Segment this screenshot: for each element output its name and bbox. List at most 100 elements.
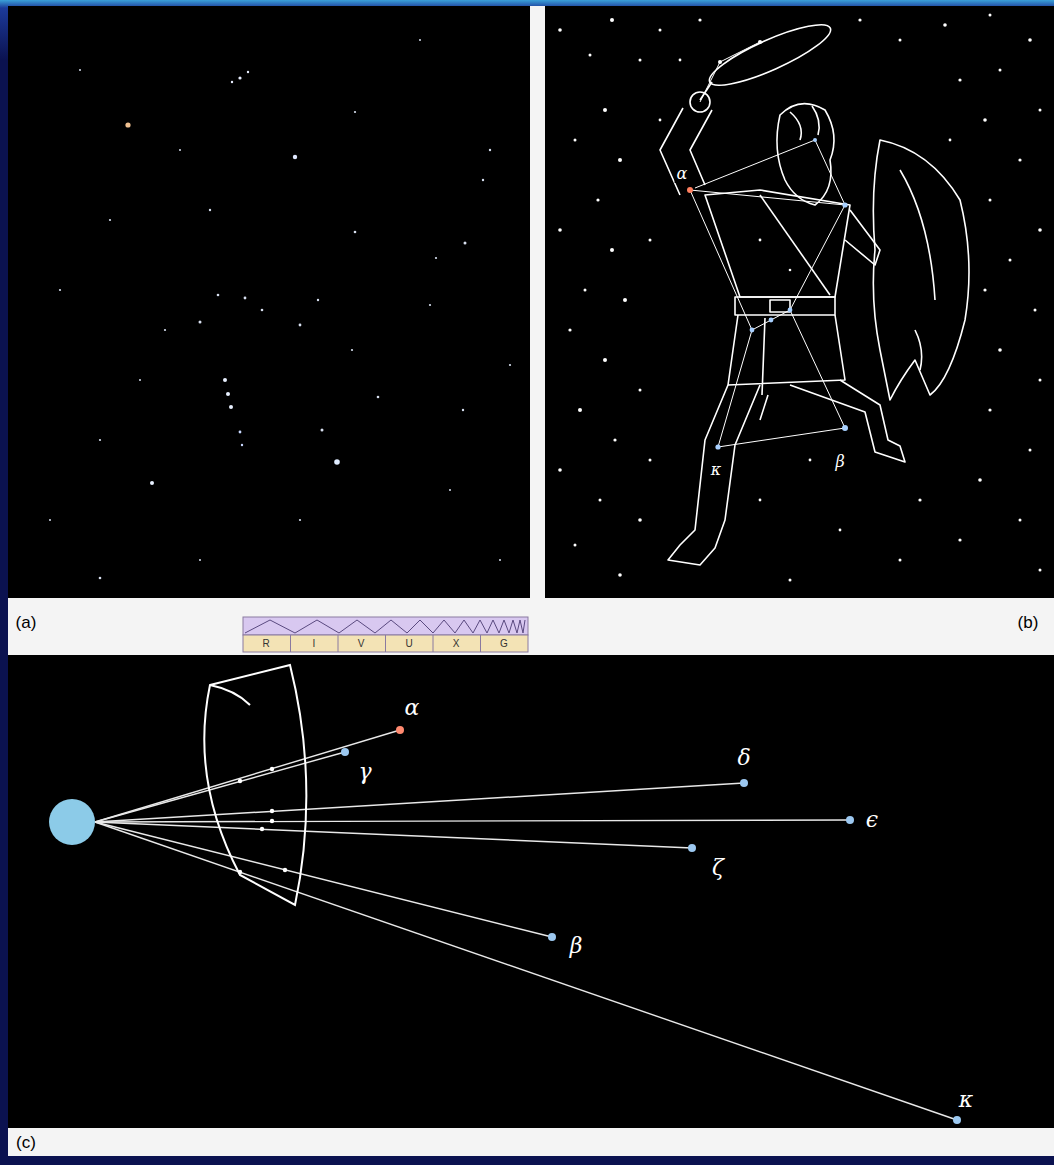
star-label: α	[675, 165, 690, 183]
constellation-stars-part	[715, 444, 720, 449]
hunter-figure-part	[690, 110, 712, 185]
star-label: ζ	[710, 856, 726, 880]
sight-lines-part	[95, 783, 744, 822]
constellation-stars-part	[813, 138, 817, 142]
band-letter: G	[500, 639, 508, 649]
photo-stars-part	[239, 431, 242, 434]
projected-stars-part	[238, 779, 242, 783]
star-label: κ	[709, 461, 724, 479]
background-stars-part	[899, 559, 902, 562]
photo-stars-part	[321, 429, 324, 432]
background-stars-part	[613, 438, 616, 441]
background-stars-part	[623, 298, 627, 302]
projected-stars-part	[270, 767, 274, 771]
background-stars-part	[789, 579, 792, 582]
background-stars-part	[958, 78, 961, 81]
background-stars-part	[1018, 158, 1021, 161]
constellation-stars-part	[769, 318, 774, 323]
figure-ground-part	[8, 6, 1054, 1156]
background-stars-part	[649, 239, 652, 242]
background-stars-part	[639, 59, 642, 62]
background-stars-part	[983, 288, 986, 291]
background-stars-part	[603, 358, 607, 362]
distant-stars-part	[953, 1116, 961, 1124]
sight-lines-part	[95, 822, 552, 937]
photo-stars-part	[509, 364, 511, 366]
background-stars-part	[918, 498, 921, 501]
photo-stars-part	[238, 76, 241, 79]
background-stars-part	[639, 389, 642, 392]
background-stars-part	[983, 118, 987, 122]
panel-label: (a)	[16, 614, 37, 631]
background-stars-part	[1038, 228, 1042, 232]
photo-stars-part	[351, 349, 353, 351]
star-label: γ	[356, 760, 373, 784]
background-stars-part	[978, 478, 982, 482]
background-stars-part	[809, 459, 812, 462]
background-stars-part	[659, 119, 662, 122]
photo-stars-part	[244, 297, 247, 300]
celestial-sphere-section	[204, 665, 306, 905]
star-label: α	[403, 696, 422, 720]
background-stars-part	[649, 459, 652, 462]
band-letter: I	[313, 639, 316, 649]
background-stars-part	[1019, 519, 1022, 522]
hunter-figure-part	[704, 14, 837, 95]
spectrum-bar-part	[243, 635, 528, 652]
background-stars-part	[789, 269, 792, 272]
photo-stars-part	[199, 559, 201, 561]
spectrum-bar-part	[245, 620, 525, 633]
photo-stars-part	[99, 439, 101, 441]
background-stars	[558, 14, 1042, 582]
projected-stars-part	[238, 870, 242, 874]
background-stars-part	[698, 18, 701, 21]
constellation-stars-part	[842, 425, 848, 431]
background-stars-part	[839, 529, 842, 532]
photo-stars-part	[317, 299, 319, 301]
hunter-figure-part	[668, 385, 760, 565]
background-stars-part	[558, 468, 562, 472]
distant-stars-part	[341, 748, 349, 756]
background-stars-part	[638, 518, 642, 522]
background-stars-part	[998, 348, 1002, 352]
background-stars-part	[958, 538, 961, 541]
spectrum-bar-part	[243, 617, 528, 635]
photo-stars-part	[377, 396, 380, 399]
background-stars-part	[1039, 109, 1042, 112]
sight-lines-part	[95, 820, 850, 822]
hunter-figure-part	[705, 190, 850, 297]
constellation-stars-part	[750, 328, 755, 333]
background-stars-part	[759, 499, 762, 502]
star-label: δ	[735, 746, 752, 770]
photo-stars-part	[489, 149, 491, 151]
hunter-figure-part	[790, 106, 819, 140]
background-stars-part	[1029, 449, 1032, 452]
star-label: κ	[957, 1088, 975, 1112]
background-stars-part	[574, 544, 577, 547]
background-stars-part	[584, 289, 587, 292]
background-stars-part	[858, 18, 861, 21]
panel-label: (b)	[1018, 614, 1039, 631]
photo-stars-part	[241, 444, 243, 446]
background-stars-part	[578, 408, 582, 412]
photo-stars-part	[49, 519, 51, 521]
earth-part	[49, 799, 95, 845]
photo-stars-part	[334, 459, 340, 465]
band-letter: X	[453, 639, 460, 649]
figure-ground-part	[545, 6, 1054, 598]
band-letter: R	[262, 639, 269, 649]
hunter-figure-part	[777, 104, 834, 205]
photo-stars-part	[419, 39, 421, 41]
photo-stars-part	[464, 242, 467, 245]
star-label: ϵ	[864, 808, 880, 832]
hunter-figure-part	[873, 140, 969, 400]
background-stars-part	[558, 28, 562, 32]
photo-stars-part	[199, 321, 202, 324]
sight-lines	[95, 730, 957, 1120]
photo-stars-part	[261, 309, 264, 312]
background-stars-part	[1028, 38, 1032, 42]
background-stars-part	[989, 14, 992, 17]
background-stars-part	[596, 198, 599, 201]
